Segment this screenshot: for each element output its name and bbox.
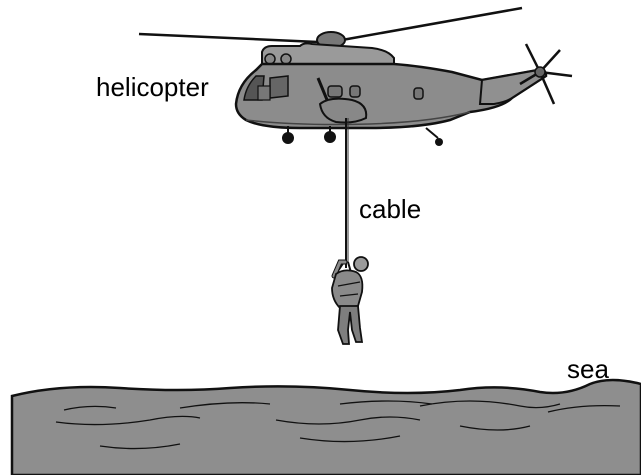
cable-label: cable: [359, 196, 421, 222]
helicopter-label: helicopter: [96, 74, 209, 100]
sea-label: sea: [567, 356, 609, 382]
main-rotor-right-blade: [342, 8, 522, 40]
door-window-1: [328, 86, 342, 97]
cockpit-window-side: [270, 76, 288, 98]
engine-intake-2: [281, 54, 291, 64]
sea-body: [12, 380, 641, 475]
person-icon: [332, 257, 368, 344]
door-window-2: [350, 86, 360, 97]
rear-window: [414, 88, 423, 99]
main-rotor-left-blade: [139, 34, 318, 42]
person-legs: [338, 306, 362, 344]
sea-waves: [12, 380, 641, 475]
cockpit-window-small: [258, 86, 270, 100]
person-helmet: [354, 257, 368, 271]
engine-intake-1: [265, 54, 275, 64]
person-torso: [332, 270, 362, 308]
